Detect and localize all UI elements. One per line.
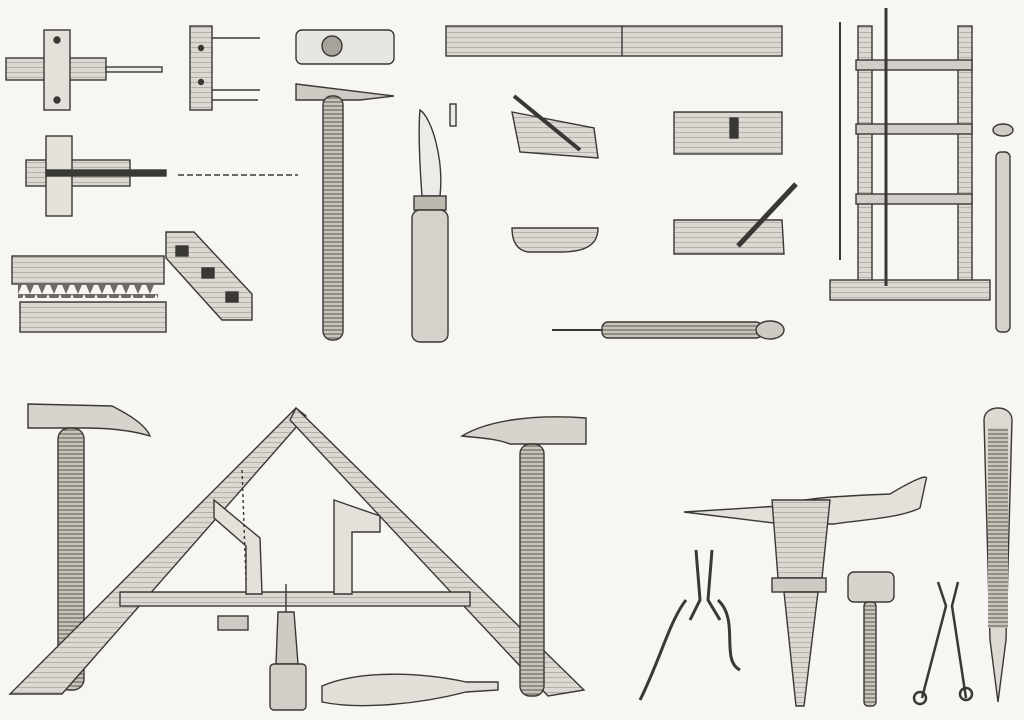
shears-icon — [638, 549, 741, 701]
plane-stock-icon — [673, 111, 783, 155]
straight-edge-icon — [445, 25, 783, 57]
saw-blade-block-icon — [11, 255, 167, 333]
trowel-icon — [321, 673, 499, 707]
anvil-stake-icon — [683, 476, 928, 707]
mortise-gauge-icon — [5, 29, 163, 111]
turned-rod-icon — [983, 407, 1013, 703]
knife-icon — [411, 103, 457, 343]
long-marking-gauge-icon — [25, 135, 298, 217]
bench-plane-icon — [511, 94, 599, 159]
a-frame-level-icon — [8, 406, 586, 711]
drill-stand-icon — [829, 8, 1014, 333]
stone-hammer-icon — [295, 29, 395, 341]
awl-icon — [552, 320, 785, 340]
pick-hammer-icon — [27, 403, 152, 691]
mallet-icon — [847, 571, 895, 707]
smoothing-plane-icon — [511, 182, 798, 255]
claw-hammer-icon — [459, 416, 587, 697]
marking-gauge-icon — [189, 25, 260, 111]
tongs-icon — [912, 581, 974, 706]
slotted-block-icon — [165, 231, 253, 321]
